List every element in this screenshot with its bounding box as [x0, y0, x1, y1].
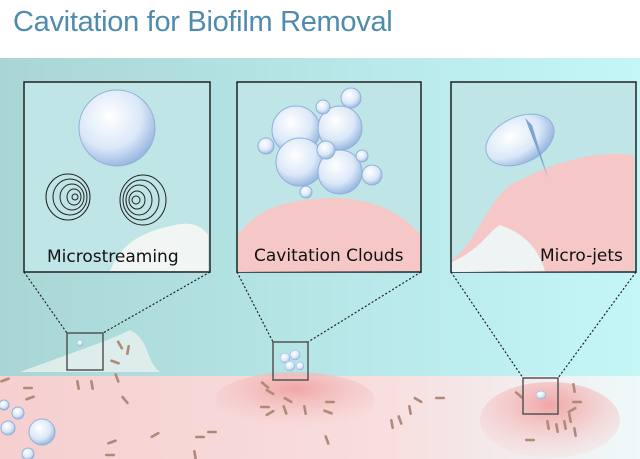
bacterium [260, 381, 270, 389]
panel-microstreaming: Microstreaming [23, 81, 211, 273]
bubbles-left [0, 399, 56, 459]
bacterium [260, 405, 270, 409]
bacterium [324, 435, 330, 445]
bacterium [572, 383, 576, 393]
bacterium [25, 395, 35, 401]
bacterium [568, 413, 572, 423]
zoom-box-1 [66, 332, 104, 371]
bacterium [265, 409, 275, 417]
bacterium [107, 439, 117, 445]
bacterium [408, 405, 412, 415]
bacterium [114, 373, 120, 383]
bacterium [126, 345, 130, 355]
bacterium [90, 380, 94, 390]
panel-label-micro-jets: Micro-jets [540, 246, 623, 266]
bacterium [150, 431, 160, 439]
bacterium [572, 400, 582, 404]
bacterium [325, 400, 335, 404]
bacterium [567, 406, 577, 414]
bacterium [283, 396, 293, 404]
bacterium [116, 340, 124, 350]
bacterium [525, 438, 535, 442]
bacterium [121, 395, 129, 405]
slide-title: Cavitation for Biofilm Removal [13, 6, 393, 38]
bacterium [397, 415, 403, 425]
zoom-box-2 [272, 341, 309, 381]
bacterium [23, 386, 33, 390]
bacterium [435, 396, 445, 400]
bacterium [413, 396, 423, 404]
bacterium [207, 430, 217, 434]
zoom-lines [23, 271, 637, 379]
panel-micro-jets: Micro-jets [450, 81, 637, 273]
biofilm-mound-2 [215, 372, 375, 428]
bacterium [303, 405, 307, 415]
bacterium [390, 419, 394, 429]
panel-label-microstreaming: Microstreaming [47, 247, 179, 267]
bacterium [514, 391, 524, 399]
bacterium [573, 427, 577, 437]
zoom-box-3 [522, 377, 559, 415]
bacterium [323, 409, 333, 415]
bacterium [563, 420, 567, 430]
biofilm-mound-3 [480, 382, 620, 458]
bacterium [110, 359, 120, 365]
cavitation-illustration: Microstreaming Cavitation Clouds Micro-j… [0, 58, 640, 459]
bacterium [76, 380, 80, 390]
bacterium [546, 420, 550, 430]
bacterium [195, 435, 205, 439]
bacterium [265, 388, 275, 396]
tooth-surface-1 [20, 330, 160, 372]
panel-cavitation-clouds: Cavitation Clouds [236, 81, 422, 273]
bacterium [105, 453, 115, 457]
bacterium [555, 423, 559, 433]
bacterium [0, 377, 10, 383]
bacterium [282, 405, 288, 415]
panel-label-cavitation-clouds: Cavitation Clouds [254, 246, 404, 266]
bacterium [193, 450, 197, 459]
